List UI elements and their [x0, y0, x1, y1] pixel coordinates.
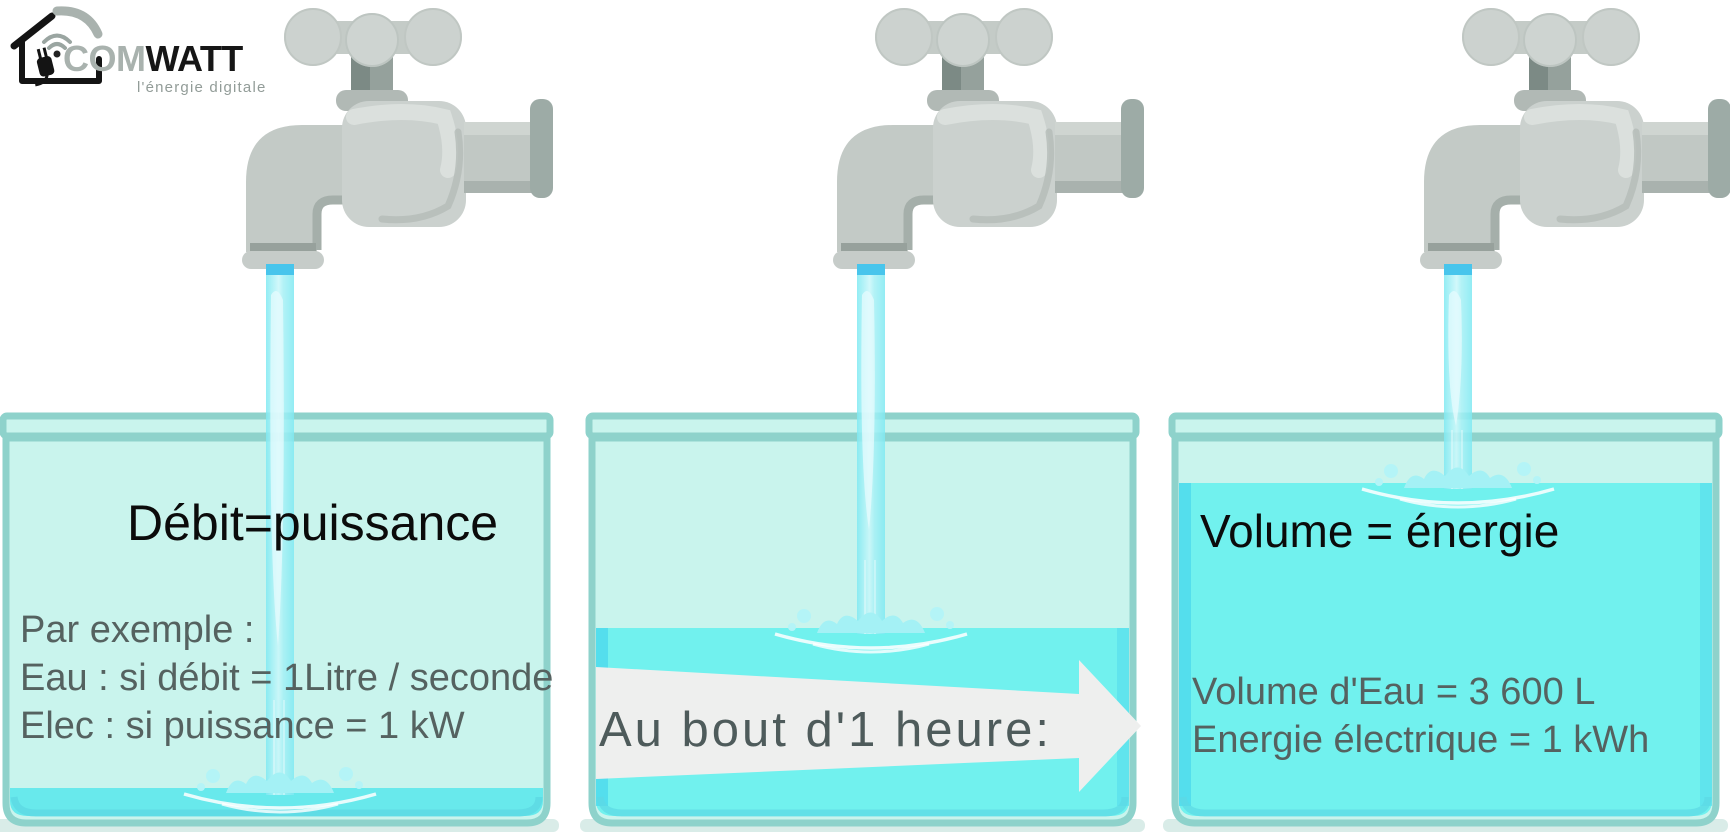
- arrow-right-shape: [596, 660, 1141, 792]
- water-stream-right: [1444, 264, 1472, 489]
- water-level-full: [1179, 483, 1712, 816]
- arrow-label: Au bout d'1 heure:: [599, 703, 1052, 757]
- flow-water-line: Eau : si débit = 1Litre / seconde: [20, 657, 554, 699]
- water-stream-left: [266, 264, 294, 795]
- flow-elec-line: Elec : si puissance = 1 kW: [20, 705, 465, 747]
- logo-text-com: COM: [63, 38, 146, 79]
- signal-swoosh-icon: [52, 6, 103, 39]
- logo-house-icon: [10, 6, 103, 87]
- volume-elec-line: Energie électrique = 1 kWh: [1192, 719, 1650, 761]
- splash-right: [1361, 462, 1555, 509]
- faucet-icon-left: [242, 8, 553, 269]
- plug-icon: [35, 47, 55, 87]
- wifi-icon: [42, 33, 72, 58]
- bucket-right: [1163, 412, 1728, 832]
- faucet-icon-right: [1420, 8, 1730, 269]
- flow-panel-text: Par exemple : Eau : si débit = 1Litre / …: [20, 606, 553, 750]
- splash-left: [183, 767, 377, 814]
- volume-panel-text: Volume d'Eau = 3 600 L Energie électriqu…: [1192, 668, 1649, 764]
- volume-water-line: Volume d'Eau = 3 600 L: [1192, 671, 1596, 713]
- logo-tagline: l'énergie digitale: [137, 79, 267, 96]
- logo-text-watt: WATT: [145, 38, 244, 79]
- water-stream-middle: [857, 264, 885, 634]
- flow-panel-title: Débit=puissance: [127, 495, 499, 551]
- logo-wordmark: COMWATT: [63, 38, 243, 80]
- water-level-low: [10, 788, 543, 816]
- splash-middle: [774, 607, 968, 654]
- volume-panel-title: Volume = énergie: [1200, 505, 1560, 557]
- faucet-icon-middle: [833, 8, 1144, 269]
- flow-example-label: Par exemple :: [20, 609, 255, 651]
